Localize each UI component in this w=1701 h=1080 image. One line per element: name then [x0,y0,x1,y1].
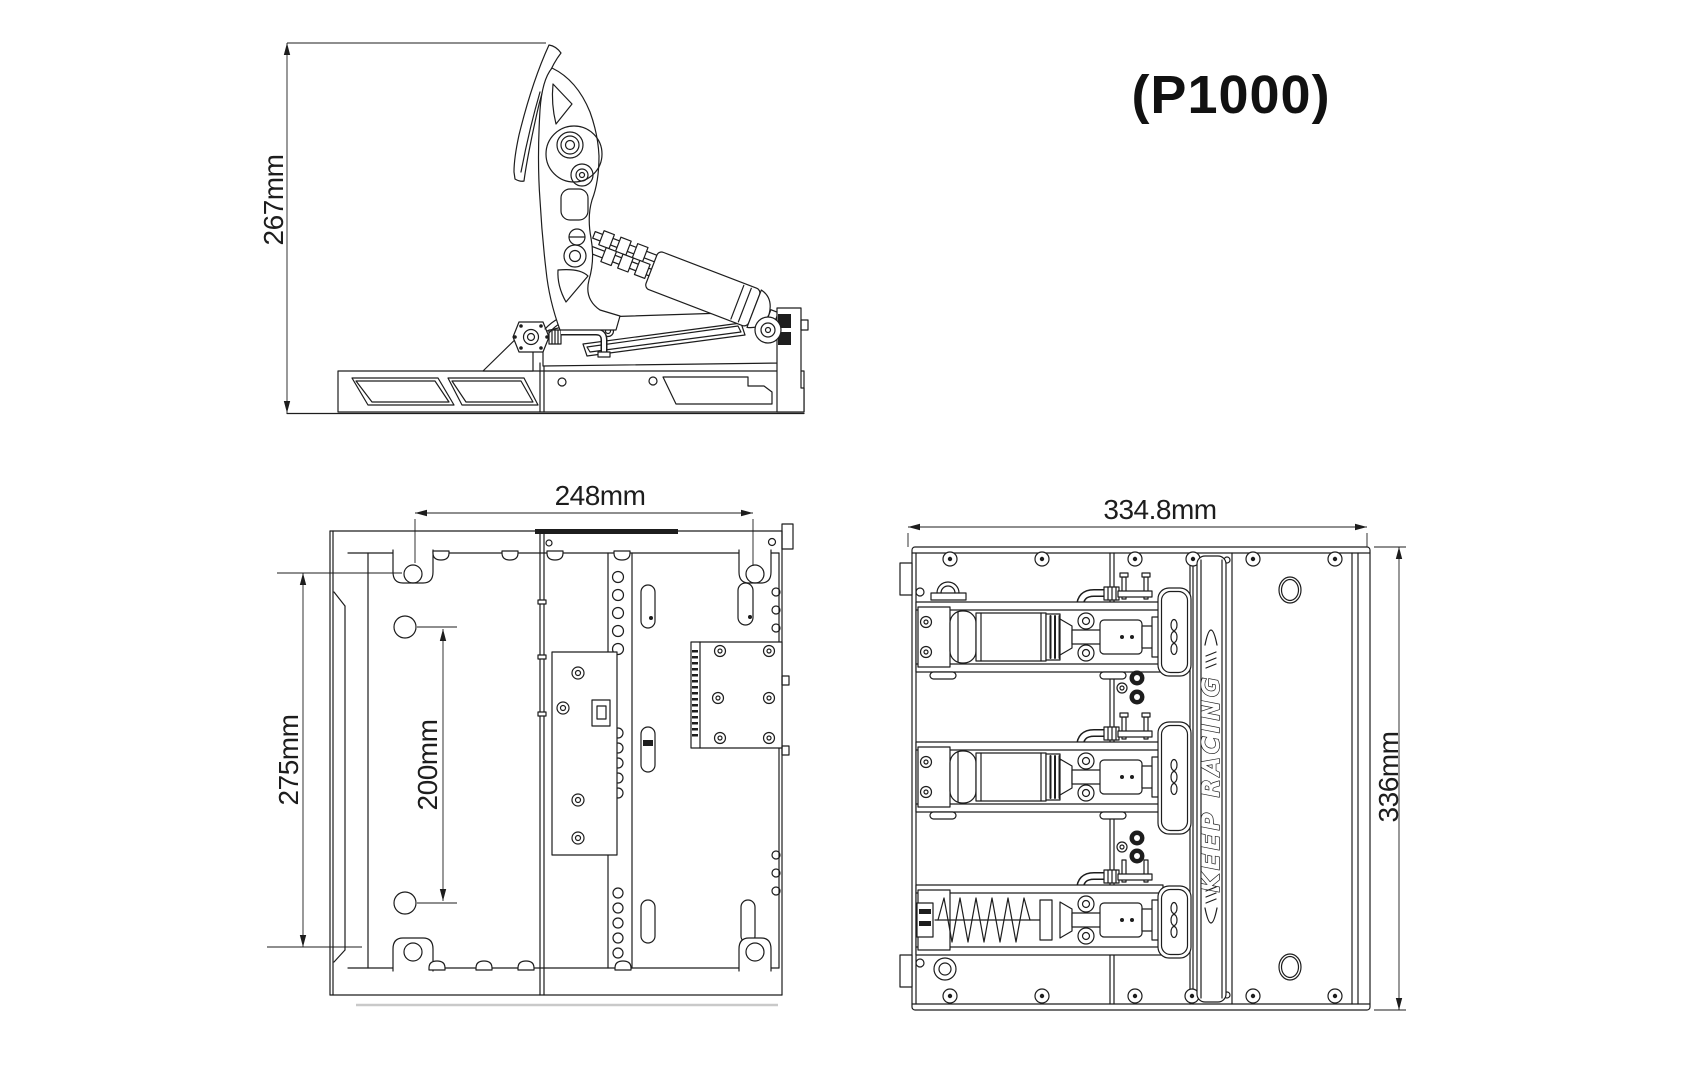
motor-mount-plate [690,641,783,749]
right-edge-holes [771,587,790,896]
mounting-plate-outline [329,523,794,1007]
mount-hole-lower [393,891,417,915]
dimension-label-hole-spacing: 200mm [412,720,443,811]
dimension-side-height: 267mm [258,42,546,413]
dimension-overall-depth: 336mm [1373,546,1406,1011]
pedal-arm [537,67,621,331]
dimension-label-side-height: 267mm [258,155,289,246]
pedal-unit-1 [915,572,1192,680]
dimension-base-width: 248mm [414,480,754,566]
plate-screws [915,551,1343,1004]
electronics-box [551,651,618,856]
mount-hole-upper [393,615,417,639]
front-bracket [754,307,809,413]
pedal-pad-2 [1157,721,1192,835]
brand-logo-text: KEEP RACING [1197,674,1225,892]
page-title: (P1000) [1131,65,1330,125]
dimension-hole-spacing: 200mm [412,626,457,904]
dimension-label-base-width: 248mm [555,480,646,511]
isolator-bushings-1 [1116,670,1145,705]
mounting-tabs [392,549,772,972]
side-view: 267mm [258,42,809,415]
pedal-unit-2 [915,712,1192,835]
dimension-label-base-depth: 275mm [273,715,304,806]
dimension-base-depth: 275mm [267,572,402,948]
dimension-label-overall-width: 334.8mm [1103,494,1216,525]
dimension-overall-width: 334.8mm [907,494,1368,547]
pedal-unit-3 [915,859,1192,959]
plate-joint [537,530,553,996]
bottom-view: 248mm 275mm 200mm [267,480,794,1007]
slot-cutouts [640,582,756,944]
isolator-bushings-2 [1116,830,1145,864]
dimension-label-overall-depth: 336mm [1373,732,1404,823]
damper-cylinder [586,230,779,329]
top-view: KEEP RACING 334.8mm 336mm [899,494,1406,1011]
logo-strip: KEEP RACING [1196,555,1227,1003]
pedal-pad-3 [1157,885,1192,959]
pedal-face [513,44,562,182]
base-rail [337,326,805,413]
